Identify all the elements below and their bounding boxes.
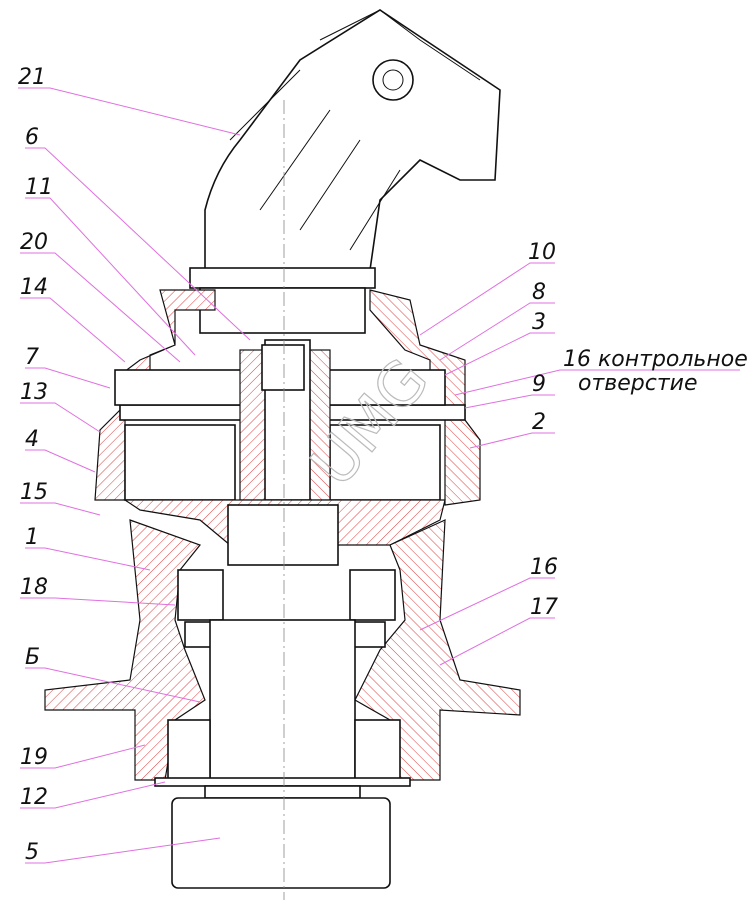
label-17: 17: [530, 595, 558, 620]
label-20: 20: [20, 230, 48, 255]
label-9: 9: [532, 372, 546, 397]
leader-lines: [18, 87, 740, 864]
label-7: 7: [25, 345, 39, 370]
label-18: 18: [20, 575, 48, 600]
label-15: 15: [20, 480, 48, 505]
note-line2: отверстие: [578, 371, 698, 396]
label-5: 5: [25, 840, 39, 865]
label-13: 13: [20, 380, 48, 405]
label-11: 11: [25, 175, 53, 200]
label-b: Б: [25, 645, 40, 670]
label-1: 1: [25, 525, 39, 550]
part-labels-right: 10 8 3 16 9 2 16 17 контрольное отверсти…: [528, 240, 747, 620]
output-housing: [44, 519, 521, 889]
part-labels-left: 21 6 11 20 14 7 13 4 15 1 18 Б 19 12 5: [18, 65, 53, 865]
label-4: 4: [25, 427, 39, 452]
note-line1: контрольное: [598, 347, 747, 372]
label-10: 10: [528, 240, 556, 265]
label-14: 14: [20, 275, 48, 300]
label-21: 21: [18, 65, 46, 90]
label-16-top: 16: [563, 347, 591, 372]
label-3: 3: [532, 310, 546, 335]
label-19: 19: [20, 745, 48, 770]
label-2: 2: [532, 410, 546, 435]
label-16-bottom: 16: [530, 555, 558, 580]
label-12: 12: [20, 785, 48, 810]
hydraulic-motor: [189, 9, 501, 334]
label-6: 6: [25, 125, 39, 150]
reducer-housing: [94, 289, 481, 566]
label-8: 8: [532, 280, 546, 305]
